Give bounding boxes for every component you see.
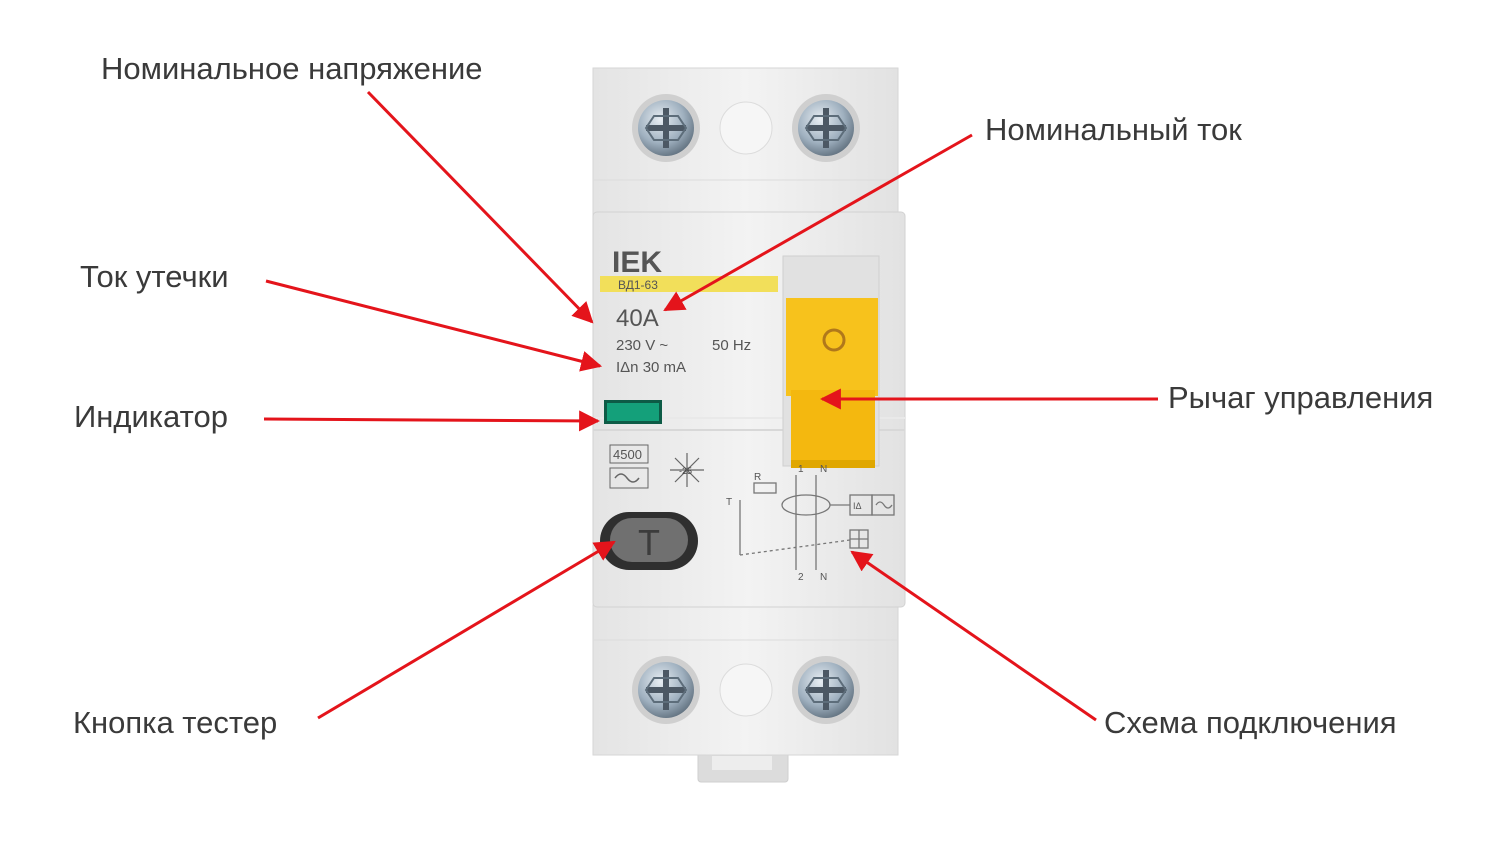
hole-top bbox=[719, 101, 773, 155]
label-rated-current: Номинальный ток bbox=[985, 112, 1242, 147]
arrow-test-button bbox=[317, 540, 616, 720]
arrow-indicator bbox=[263, 410, 601, 432]
screw-top-left bbox=[632, 94, 700, 162]
snowflake-icon bbox=[670, 453, 704, 487]
arrow-rated-voltage bbox=[366, 90, 594, 324]
schematic-resistor-label: R bbox=[754, 472, 761, 483]
schematic-terminal-2-bottom: 2 bbox=[798, 572, 804, 583]
schematic-terminal-n-top: N bbox=[820, 464, 827, 475]
din-clip bbox=[697, 749, 789, 783]
voltage-rating: 230 V ~ bbox=[616, 337, 668, 354]
schematic-terminal-1-top: 1 bbox=[798, 464, 804, 475]
test-button-letter: T bbox=[638, 522, 660, 563]
label-rated-voltage: Номинальное напряжение bbox=[101, 51, 483, 86]
arrow-rated-current bbox=[663, 133, 973, 312]
model-label: ВД1-63 bbox=[618, 278, 658, 292]
wiring-schematic bbox=[739, 475, 895, 570]
callout-arrows bbox=[263, 90, 1158, 722]
test-button[interactable]: T bbox=[600, 512, 698, 570]
label-leakage-current: Ток утечки bbox=[80, 259, 229, 294]
brand-stripe bbox=[600, 276, 778, 292]
breaking-capacity-box bbox=[609, 444, 649, 464]
screw-bottom-right bbox=[792, 656, 860, 724]
ac-type-box bbox=[609, 467, 649, 489]
label-indicator: Индикатор bbox=[74, 399, 228, 434]
leakage-rating: IΔn 30 mA bbox=[616, 359, 686, 376]
control-lever[interactable] bbox=[782, 255, 880, 468]
temperature-rating: -25 bbox=[679, 466, 692, 476]
arrow-leakage-current bbox=[265, 279, 603, 372]
breaking-capacity: 4500 bbox=[613, 447, 642, 462]
screw-bottom-left bbox=[632, 656, 700, 724]
screw-top-right bbox=[792, 94, 860, 162]
schematic-terminal-n-bottom: N bbox=[820, 572, 827, 583]
current-rating: 40A bbox=[616, 305, 659, 332]
label-wiring-diagram: Схема подключения bbox=[1104, 705, 1397, 740]
ac-wave-icon bbox=[614, 473, 640, 483]
label-test-button: Кнопка тестер bbox=[73, 705, 278, 740]
label-control-lever: Рычаг управления bbox=[1168, 380, 1434, 415]
schematic-idelta-label: IΔ bbox=[853, 501, 862, 511]
arrow-wiring-diagram bbox=[850, 550, 1097, 722]
frequency-rating: 50 Hz bbox=[712, 337, 751, 354]
schematic-test-label: T bbox=[726, 497, 732, 508]
lever-off-mark bbox=[822, 328, 846, 352]
hole-bottom bbox=[719, 663, 773, 717]
brand-logo: IEK bbox=[612, 246, 662, 279]
indicator-window bbox=[604, 400, 662, 424]
